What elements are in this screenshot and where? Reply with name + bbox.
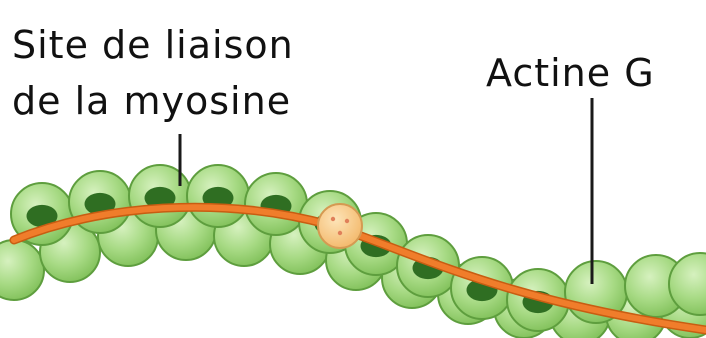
troponin-complex — [318, 204, 362, 248]
binding-site-label-line1: Site de liaison — [12, 23, 294, 67]
actin-monomer — [245, 173, 307, 235]
binding-site-label-line2: de la myosine — [12, 79, 291, 123]
actin-monomer — [0, 240, 44, 300]
actin-monomer — [129, 165, 191, 227]
actin-monomer — [187, 165, 249, 227]
g-actin-label: Actine G — [486, 51, 655, 95]
